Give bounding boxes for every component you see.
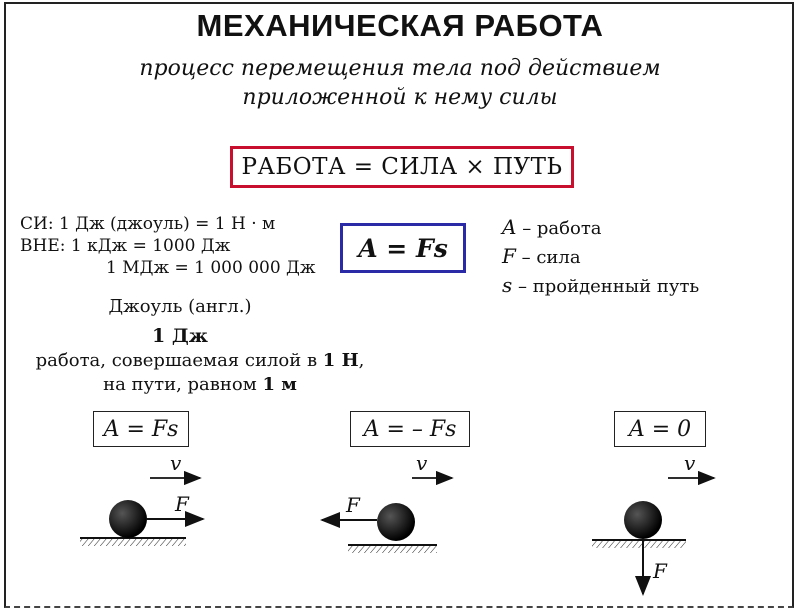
ball-icon bbox=[377, 503, 415, 541]
joule-def-text: на пути, равном bbox=[103, 374, 263, 395]
case-negative-formula: A = – Fs bbox=[350, 411, 470, 447]
velocity-label: v bbox=[684, 451, 696, 475]
legend-text: – работа bbox=[522, 218, 602, 239]
legend-item-force: F – сила bbox=[502, 244, 581, 268]
case-positive-diagram bbox=[80, 470, 205, 546]
joule-unit: 1 Дж bbox=[152, 325, 208, 347]
joule-origin: Джоуль (англ.) bbox=[108, 296, 252, 317]
case-negative-diagram bbox=[320, 470, 454, 553]
legend-symbol: s bbox=[502, 273, 513, 297]
subtitle-line-1: процесс перемещения тела под действием bbox=[139, 56, 661, 81]
force-label: F bbox=[174, 492, 190, 516]
case-zero-diagram bbox=[592, 470, 716, 596]
ground-hatch bbox=[80, 539, 186, 546]
ball-icon bbox=[624, 501, 662, 539]
si-unit-line: СИ: 1 Дж (джоуль) = 1 Н · м bbox=[20, 214, 276, 234]
legend-text: – сила bbox=[521, 247, 581, 268]
work-formula-main: A = Fs bbox=[340, 223, 466, 273]
vne-kilojoule-line: ВНЕ: 1 кДж = 1000 Дж bbox=[20, 236, 231, 256]
force-label: F bbox=[345, 493, 361, 517]
legend-item-work: A – работа bbox=[502, 215, 602, 239]
work-formula-words: РАБОТА = СИЛА × ПУТЬ bbox=[230, 146, 574, 188]
ground-hatch bbox=[348, 546, 437, 553]
joule-definition-line-1: работа, совершаемая силой в 1 Н, bbox=[10, 350, 390, 371]
legend-item-distance: s – пройденный путь bbox=[502, 273, 699, 297]
force-label: F bbox=[652, 559, 668, 583]
legend-symbol: A bbox=[502, 215, 517, 239]
joule-definition-line-2: на пути, равном 1 м bbox=[10, 374, 390, 395]
legend-symbol: F bbox=[502, 244, 516, 268]
subtitle-line-2: приложенной к нему силы bbox=[242, 85, 558, 110]
ball-icon bbox=[109, 500, 147, 538]
vne-megajoule-line: 1 МДж = 1 000 000 Дж bbox=[106, 258, 316, 278]
joule-def-comma: , bbox=[358, 350, 365, 371]
case-positive-formula: A = Fs bbox=[93, 411, 189, 447]
velocity-label: v bbox=[170, 451, 182, 475]
velocity-label: v bbox=[416, 451, 428, 475]
joule-def-distance: 1 м bbox=[262, 374, 297, 395]
page-title: МЕХАНИЧЕСКАЯ РАБОТА bbox=[196, 8, 604, 43]
page-frame bbox=[4, 2, 794, 608]
ground-hatch bbox=[592, 541, 686, 548]
joule-def-text: работа, совершаемая силой в bbox=[35, 350, 323, 371]
legend-text: – пройденный путь bbox=[518, 276, 700, 297]
case-zero-formula: A = 0 bbox=[614, 411, 706, 447]
joule-def-force: 1 Н bbox=[322, 350, 359, 371]
